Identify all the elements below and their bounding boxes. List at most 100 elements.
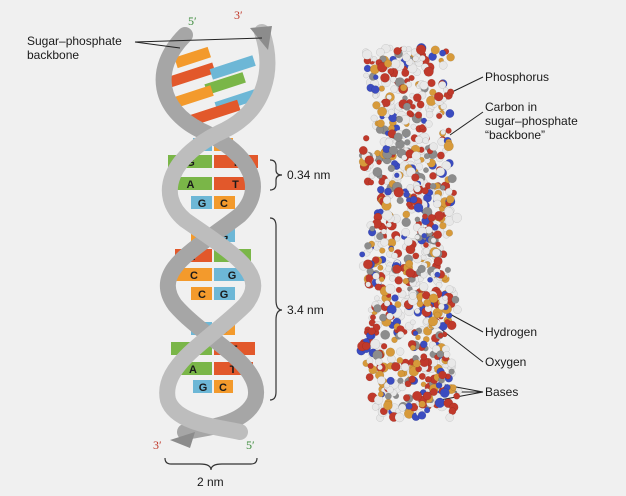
atom: [419, 340, 428, 349]
atom: [397, 377, 404, 385]
atom: [408, 291, 417, 300]
atom: [443, 141, 454, 152]
atom: [403, 191, 410, 198]
atom: [434, 397, 446, 408]
atom: [429, 182, 437, 190]
atom: [383, 400, 393, 411]
atom: [384, 187, 392, 196]
atom: [445, 285, 454, 294]
atom: [434, 311, 441, 319]
atom: [428, 293, 439, 304]
base-left-letter: G: [198, 198, 207, 210]
end-3prime-top: 3′: [234, 8, 243, 22]
atom: [421, 232, 428, 239]
top-base-bar: [174, 46, 211, 69]
atom: [372, 93, 379, 99]
atom: [436, 112, 443, 120]
atom: [371, 85, 380, 94]
atom: [439, 387, 450, 398]
atom: [369, 225, 376, 232]
atom: [423, 407, 431, 414]
atom: [424, 120, 433, 128]
label-spacing-small: 0.34 nm: [287, 168, 331, 182]
atom: [379, 313, 387, 322]
atom: [376, 119, 385, 128]
atom: [448, 368, 455, 375]
atom: [398, 383, 407, 392]
base-left: [193, 380, 212, 393]
atom: [422, 391, 432, 401]
atom: [414, 234, 421, 240]
atom: [439, 206, 445, 213]
atom: [393, 46, 402, 56]
atom: [441, 160, 452, 171]
atom: [358, 146, 368, 155]
atom: [371, 403, 380, 411]
atom: [405, 81, 413, 88]
atom: [402, 53, 411, 62]
label-phosphorus: Phosphorus: [485, 70, 550, 84]
atom: [367, 362, 374, 370]
atom: [383, 59, 393, 68]
atom: [383, 300, 391, 307]
atom: [439, 222, 447, 230]
atom: [439, 49, 447, 57]
atom: [387, 164, 396, 173]
atom: [437, 332, 444, 339]
atom: [433, 256, 443, 266]
atom: [434, 210, 445, 221]
atom: [414, 135, 423, 144]
atom: [364, 242, 372, 250]
bracket-large: [269, 217, 283, 401]
atom: [431, 223, 439, 231]
atom: [423, 242, 429, 248]
atom: [438, 303, 445, 311]
base-right: [214, 196, 235, 209]
atom: [397, 331, 405, 339]
atom: [420, 353, 428, 361]
end-3prime-bottom: 3′: [153, 438, 162, 452]
atom: [399, 84, 408, 92]
atom: [401, 217, 411, 228]
atom: [379, 276, 385, 283]
atom: [393, 187, 404, 198]
atom: [362, 341, 371, 351]
base-right-letter: G: [228, 270, 237, 282]
base-left: [191, 287, 212, 300]
label-carbon-line2: sugar–phosphate: [485, 114, 578, 128]
atom: [398, 403, 407, 412]
atom: [410, 123, 417, 130]
atom: [385, 283, 396, 295]
label-backbone-line2: backbone: [27, 48, 80, 62]
atom: [417, 411, 427, 420]
arrowhead-bottom-left-icon: [170, 432, 195, 448]
atom: [393, 132, 403, 142]
atom: [447, 358, 457, 368]
atom: [419, 282, 429, 292]
atom: [373, 304, 382, 313]
base-left-letter: C: [190, 270, 198, 282]
atom: [380, 228, 387, 235]
backbone-ribbons: [155, 24, 276, 440]
atom: [381, 98, 391, 108]
atom: [444, 266, 452, 274]
atom: [416, 300, 424, 308]
label-spacing-large: 3.4 nm: [287, 303, 324, 317]
atom: [367, 327, 376, 336]
atom: [402, 277, 410, 285]
atom: [388, 108, 395, 116]
atom: [451, 212, 462, 223]
atom: [386, 304, 397, 315]
atom: [445, 413, 454, 422]
atom: [377, 364, 383, 371]
atom: [385, 347, 396, 357]
backbone-strand-a: [155, 27, 265, 440]
atom: [401, 68, 410, 77]
atom: [372, 272, 380, 280]
atom: [404, 139, 411, 146]
atom: [415, 162, 424, 171]
atom: [446, 195, 455, 204]
atom: [386, 376, 395, 385]
atom: [401, 45, 408, 52]
atom: [439, 184, 446, 191]
